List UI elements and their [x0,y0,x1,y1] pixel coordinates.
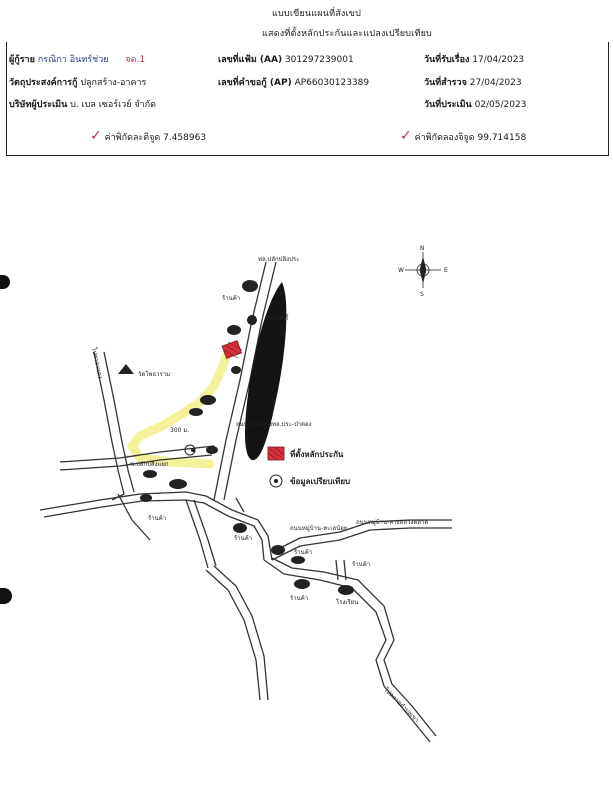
label-shop4: ร้านค้า [294,549,312,556]
label-shop6: ร้านค้า [290,595,308,602]
ap-label: เลขที่คำขอกู้ (AP) [218,78,292,88]
aa-field: เลขที่แฟ้ม (AA) 301297239001 [218,52,354,66]
appraiser-field: บริษัทผู้ประเมิน บ. เบล เซอร์เวย์ จำกัด [9,97,156,111]
appraisal-label: วันที่ประเมิน [424,100,472,110]
purpose-value: ปลูกสร้าง-อาคาร [80,78,147,88]
appraiser-value: บ. เบล เซอร์เวย์ จำกัด [70,100,157,110]
label-school2: โรงเรียน [336,598,358,606]
compass-icon [405,252,441,288]
appraisal-field: วันที่ประเมิน 02/05/2023 [424,97,526,111]
legend-comparable-dot [274,479,278,483]
label-east-road1: ถนนหมู่บ้าน-ทะเลน้อย [290,525,347,532]
hole-punch-mark [0,275,10,289]
label-collateral-road: ซ.ปลักปลิงแยก [130,461,169,468]
ap-field: เลขที่คำขอกู้ (AP) AP66030123389 [218,75,369,89]
label-shop2: ร้านค้า [148,515,166,522]
comparable-symbol [184,444,196,456]
label-main-road: ถนนทางหลวงทล.ประ-ป่าตอง [236,421,312,428]
longitude-label: ค่าพิกัดลองจิจูด [414,133,475,143]
legend-comparable-label: ข้อมูลเปรียบเทียบ [290,476,350,487]
received-field: วันที่รับเรื่อง 17/04/2023 [424,52,524,66]
check-mark-icon: ✓ [400,128,412,144]
hole-punch-mark [0,588,12,604]
borrower-note: จด.1 [125,55,146,65]
survey-label: วันที่สำรวจ [424,78,467,88]
appraisal-value: 02/05/2023 [474,100,527,110]
map-legend: ที่ตั้งหลักประกัน ข้อมูลเปรียบเทียบ [267,446,350,488]
label-distance: 300 ม. [170,427,189,434]
borrower-value: กรณิกา อินทร์ช่วย [37,55,109,65]
route-highlight [127,347,233,469]
longitude-field: ✓ ค่าพิกัดลองจิจูด 99.714158 [400,128,526,144]
compass-n: N [420,245,425,252]
compass-w: W [398,267,404,274]
temple-icon [118,364,134,374]
aa-label: เลขที่แฟ้ม (AA) [218,55,283,65]
purpose-label: วัตถุประสงค์การกู้ [9,78,78,88]
borrower-field: ผู้กู้ราย กรณิกา อินทร์ช่วย จด.1 [9,52,145,66]
title-line-2: แสดงที่ตั้งหลักประกันและแปลงเปรียบเทียบ [262,29,432,39]
latitude-field: ✓ ค่าพิกัดละติจูด 7.458963 [90,128,206,144]
label-east-road2: ถนนหมู่บ้าน-ทางหลวงตลาด [356,519,428,526]
label-shop3: ร้านค้า [234,535,252,542]
ap-value: AP66030123389 [294,78,370,88]
collateral-parcel [221,340,243,359]
received-value: 17/04/2023 [472,55,525,65]
label-west-road: ไปศาลาแดง [90,346,105,380]
dark-land-area [245,282,287,461]
label-temple: วัดโพธาราม [138,370,170,378]
info-frame [6,42,609,156]
building-symbols [140,280,354,595]
legend-comparable-symbol [269,474,283,488]
survey-field: วันที่สำรวจ 27/04/2023 [424,75,522,89]
survey-value: 27/04/2023 [469,78,522,88]
label-shop1: ร้านค้า [222,295,240,302]
appraiser-label: บริษัทผู้ประเมิน [9,100,68,110]
label-shop5: ร้านค้า [352,561,370,568]
compass-e: E [444,267,448,274]
title-line-1: แบบเขียนแผนที่สังเขป [272,9,362,19]
latitude-label: ค่าพิกัดละติจูด [104,133,161,143]
road-network [39,261,452,743]
aa-value: 301297239001 [284,55,354,65]
check-mark-icon: ✓ [90,128,102,144]
label-school: สุขโสตถิ์ [266,313,290,322]
latitude-value: 7.458963 [163,133,207,143]
purpose-field: วัตถุประสงค์การกู้ ปลูกสร้าง-อาคาร [9,75,146,89]
legend-collateral-label: ที่ตั้งหลักประกัน [290,448,344,459]
label-se-road: ไปตลาดตำบลเขา [382,685,421,724]
longitude-value: 99.714158 [477,133,527,143]
borrower-label: ผู้กู้ราย [9,55,35,65]
legend-collateral-hatch [267,446,285,461]
label-top-road: ทล.ปลักปลิงประ [258,256,299,263]
received-label: วันที่รับเรื่อง [424,55,470,65]
compass-s: S [420,291,424,298]
